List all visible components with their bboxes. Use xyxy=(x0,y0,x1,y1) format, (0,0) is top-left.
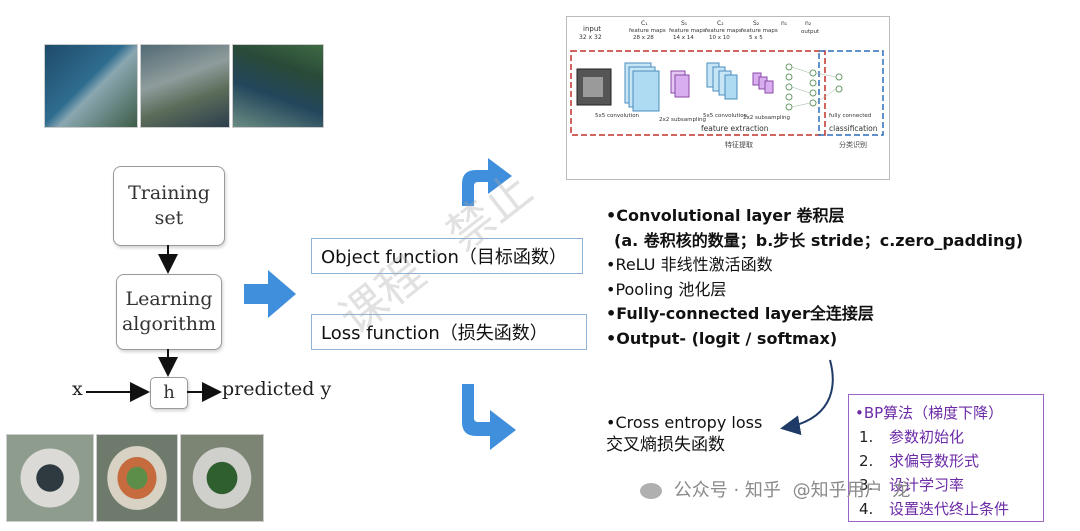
loss-function-box: Loss function（损失函数） xyxy=(311,314,587,350)
bp-step-4-num: 4. xyxy=(859,500,874,518)
layer-fully-connected: •Fully-connected layer全连接层 xyxy=(606,304,874,323)
bp-title: •BP算法（梯度下降） xyxy=(855,404,1004,422)
cnn-architecture-figure: input 32 x 32 C₁ feature maps 28 x 28 S₁… xyxy=(566,16,890,180)
stadium-photo-2 xyxy=(96,434,178,522)
wechat-icon xyxy=(640,483,662,499)
cnn-s2-sub: feature maps xyxy=(741,28,778,34)
cnn-s2-stack xyxy=(752,72,774,94)
cnn-input-patch xyxy=(583,77,603,97)
bp-step-2: 2. 求偏导数形式 xyxy=(855,449,1043,473)
cnn-op1-label: 5x5 convolution xyxy=(595,113,640,119)
curved-arrow-to-loss xyxy=(780,359,834,436)
input-x-label: x xyxy=(72,378,83,400)
layer-output: •Output- (logit / softmax) xyxy=(606,328,838,348)
bp-step-4: 4. 设置迭代终止条件 xyxy=(855,497,1043,521)
cnn-op3-label: 5x5 convolution xyxy=(703,113,748,119)
bp-step-4-text: 设置迭代终止条件 xyxy=(889,500,1010,518)
bp-step-3-text: 设计学习率 xyxy=(889,476,965,494)
cross-entropy-line-1: •Cross entropy loss xyxy=(606,413,763,432)
cnn-c2-label: C₂ xyxy=(717,20,724,27)
cnn-c1-label: C₁ xyxy=(641,20,648,27)
down-turn-arrow xyxy=(462,384,516,450)
cross-entropy-text: •Cross entropy loss 交叉熵损失函数 xyxy=(606,412,762,456)
harbor-photo-3 xyxy=(232,44,324,128)
footer-watermark: 公众号 · 知乎 @知乎用户 龙 xyxy=(640,476,910,502)
layer-relu: •ReLU 非线性激活函数 xyxy=(606,255,773,274)
cnn-fc-label: fully connected xyxy=(829,113,871,119)
cnn-s1-dims: 14 x 14 xyxy=(673,35,694,41)
classification-label: classification xyxy=(829,124,878,133)
cnn-fc-nodes xyxy=(785,63,843,111)
stadium-photo-3 xyxy=(180,434,264,522)
cnn-s1-sub: feature maps xyxy=(669,28,706,34)
cnn-output-label: output xyxy=(801,29,820,35)
classification-dashed-box xyxy=(818,50,884,136)
cnn-op4-label: 2x2 subsampling xyxy=(743,115,790,121)
bp-step-3-num: 3. xyxy=(859,476,874,494)
cnn-n2-label: n₂ xyxy=(805,20,812,27)
bp-step-1-num: 1. xyxy=(859,428,874,446)
layer-convolutional-detail: (a. 卷积核的数量；b.步长 stride；c.zero_padding) xyxy=(614,230,1024,250)
feature-extraction-dashed-box xyxy=(570,50,826,136)
loss-function-label: Loss function（损失函数） xyxy=(321,323,548,344)
harbor-photo-1 xyxy=(44,44,138,128)
cnn-c1-stack xyxy=(624,62,660,112)
footer-author-text: 龙 xyxy=(892,480,911,501)
training-set-line-1: Training xyxy=(128,182,210,205)
bp-step-3: 3. 设计学习率 xyxy=(855,473,1043,497)
bp-step-1-text: 参数初始化 xyxy=(889,428,965,446)
stadium-photo-1 xyxy=(6,434,94,522)
cnn-input-dims: 32 x 32 xyxy=(579,34,602,41)
cnn-input-label: input xyxy=(583,25,601,33)
cnn-layer-list: •Convolutional layer 卷积层 (a. 卷积核的数量；b.步长… xyxy=(606,204,1023,351)
cnn-c2-dims: 10 x 10 xyxy=(709,35,730,41)
cnn-c2-stack xyxy=(706,62,738,100)
cnn-diagram: input 32 x 32 C₁ feature maps 28 x 28 S₁… xyxy=(570,20,884,149)
harbor-photo-2 xyxy=(140,44,230,128)
cnn-op2-label: 2x2 subsampling xyxy=(659,117,706,123)
hypothesis-label: h xyxy=(163,382,175,404)
footer-wechat-text: 公众号 · 知乎 xyxy=(673,480,781,501)
cnn-fc-links xyxy=(791,66,837,108)
cross-entropy-line-2: 交叉熵损失函数 xyxy=(606,435,725,455)
cnn-s1-stack xyxy=(670,70,690,98)
bp-step-1: 1. 参数初始化 xyxy=(855,425,1043,449)
cnn-n1-label: n₁ xyxy=(781,20,788,27)
cnn-c1-sub: feature maps xyxy=(629,28,666,34)
predicted-y-label: predicted y xyxy=(222,378,332,400)
up-turn-arrow xyxy=(462,158,512,206)
feature-extraction-label: feature extraction xyxy=(701,124,769,133)
cnn-c1-dims: 28 x 28 xyxy=(633,35,654,41)
object-function-label: Object function（目标函数） xyxy=(321,247,567,268)
cnn-s1-label: S₁ xyxy=(681,20,688,27)
right-block-arrow xyxy=(244,270,296,318)
learning-algorithm-line-1: Learning xyxy=(125,288,213,311)
bp-step-2-text: 求偏导数形式 xyxy=(889,452,980,470)
bp-algorithm-box: •BP算法（梯度下降） 1. 参数初始化 2. 求偏导数形式 3. 设计学习率 4. 设… xyxy=(848,394,1044,522)
feature-extraction-cn-label: 特征提取 xyxy=(725,140,753,149)
bp-step-2-num: 2. xyxy=(859,452,874,470)
classification-cn-label: 分类识别 xyxy=(839,140,867,149)
cnn-s2-label: S₂ xyxy=(753,20,760,27)
footer-handle-text: @知乎用户 xyxy=(792,480,883,501)
object-function-box: Object function（目标函数） xyxy=(311,238,583,274)
cnn-c2-sub: feature maps xyxy=(705,28,742,34)
learning-algorithm-line-2: algorithm xyxy=(121,313,217,335)
training-set-line-2: set xyxy=(154,207,184,229)
layer-pooling: •Pooling 池化层 xyxy=(606,279,727,299)
cnn-s2-dims: 5 x 5 xyxy=(749,35,763,41)
layer-convolutional: •Convolutional layer 卷积层 xyxy=(606,206,845,225)
